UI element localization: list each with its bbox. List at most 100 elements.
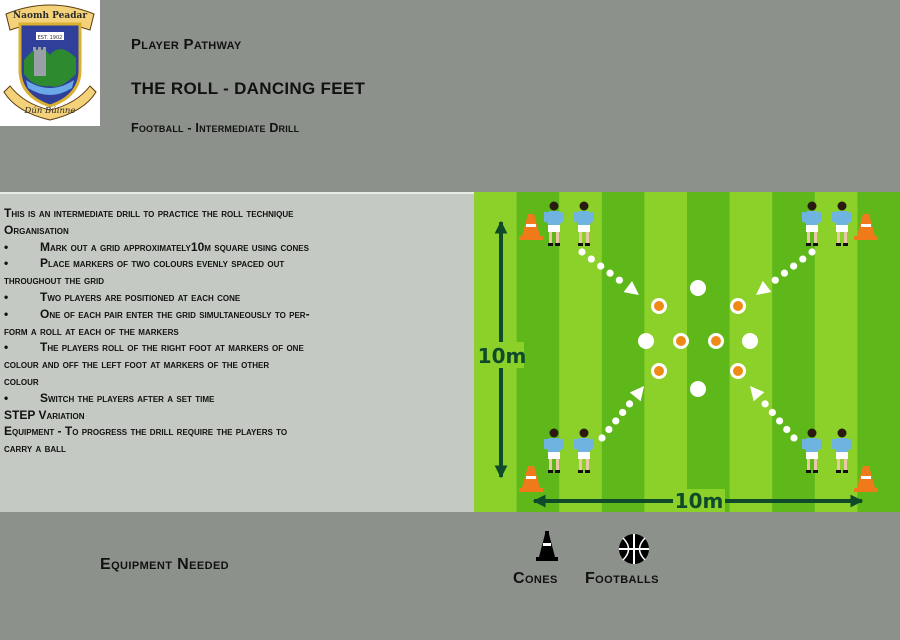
white-marker bbox=[690, 381, 706, 397]
player-arm bbox=[544, 439, 547, 449]
player-leg bbox=[837, 459, 840, 471]
path-dot bbox=[587, 255, 595, 263]
bullet-continuation: colour and off the left foot at markers … bbox=[4, 357, 270, 372]
cone-stripe bbox=[861, 476, 871, 479]
player-boot bbox=[843, 470, 848, 473]
bullet-continuation: throughout the grid bbox=[4, 273, 104, 288]
path-dot bbox=[606, 269, 614, 277]
equipment-line: Equipment - To progress the drill requir… bbox=[4, 424, 288, 439]
drill-title: THE ROLL - DANCING FEET bbox=[131, 79, 366, 98]
player-head bbox=[807, 428, 817, 438]
player-boot bbox=[578, 243, 583, 246]
player-shorts bbox=[548, 452, 560, 459]
white-marker bbox=[690, 280, 706, 296]
player-arm bbox=[849, 212, 852, 222]
path-arrowhead bbox=[750, 386, 765, 402]
cone-base bbox=[854, 236, 878, 240]
football-icon bbox=[619, 534, 649, 564]
orange-marker bbox=[654, 366, 664, 376]
player-jersey bbox=[805, 438, 819, 452]
path-dot bbox=[578, 248, 586, 256]
player-leg bbox=[556, 232, 559, 244]
player-leg bbox=[814, 232, 817, 244]
player-jersey bbox=[547, 438, 561, 452]
cones-label: Cones bbox=[513, 570, 558, 587]
drill-subtitle: Football - Intermediate Drill bbox=[131, 121, 300, 135]
cone-base bbox=[519, 236, 543, 240]
player-shorts bbox=[836, 452, 848, 459]
player-head bbox=[549, 428, 559, 438]
path-dot bbox=[780, 269, 789, 277]
cone-base bbox=[854, 488, 878, 492]
player bbox=[832, 201, 852, 246]
player-arm bbox=[591, 212, 594, 222]
player bbox=[544, 201, 564, 246]
player-head bbox=[837, 428, 847, 438]
orange-marker bbox=[733, 366, 743, 376]
orange-marker bbox=[676, 336, 686, 346]
player-shorts bbox=[806, 225, 818, 232]
path-dot bbox=[597, 262, 605, 270]
player-leg bbox=[844, 459, 847, 471]
player-leg bbox=[837, 232, 840, 244]
bullet-item: •The players roll of the right foot at m… bbox=[4, 340, 304, 355]
player bbox=[802, 428, 822, 473]
bullet-item: •Switch the players after a set time bbox=[4, 390, 215, 405]
player-boot bbox=[836, 470, 841, 473]
run-paths bbox=[578, 248, 816, 442]
player-boot bbox=[836, 243, 841, 246]
path-dot bbox=[612, 417, 620, 425]
player-boot bbox=[806, 470, 811, 473]
path-dot bbox=[605, 425, 613, 434]
player-arm bbox=[574, 212, 577, 222]
player-shorts bbox=[836, 225, 848, 232]
player-jersey bbox=[577, 438, 591, 452]
grass-stripes bbox=[474, 192, 900, 512]
player-boot bbox=[548, 470, 553, 473]
orange-marker bbox=[733, 301, 743, 311]
svg-text:Naomh Peadar: Naomh Peadar bbox=[13, 11, 87, 21]
player bbox=[832, 428, 852, 473]
player-boot bbox=[585, 470, 590, 473]
path-dot bbox=[625, 400, 634, 408]
program-title: Player Pathway bbox=[131, 36, 242, 53]
player-leg bbox=[814, 459, 817, 471]
grid-markers bbox=[638, 280, 758, 397]
player-head bbox=[579, 428, 589, 438]
white-marker bbox=[742, 333, 758, 349]
path-dot bbox=[790, 262, 798, 270]
player-leg bbox=[807, 232, 810, 244]
player-shorts bbox=[806, 452, 818, 459]
vertical-label-bg bbox=[480, 342, 524, 368]
player-boot bbox=[555, 243, 560, 246]
cone-stripe bbox=[526, 224, 536, 227]
player-boot bbox=[585, 243, 590, 246]
cone-stripe bbox=[526, 476, 536, 479]
horizontal-dimension-label: 10m bbox=[675, 489, 724, 512]
orange-marker bbox=[654, 301, 664, 311]
cone-icon bbox=[536, 531, 558, 561]
player-leg bbox=[556, 459, 559, 471]
grass-stripe bbox=[601, 192, 645, 512]
player-boot bbox=[813, 470, 818, 473]
path-arrowhead bbox=[623, 280, 639, 295]
svg-text:Dún Búinne: Dún Búinne bbox=[24, 105, 76, 116]
white-marker bbox=[638, 333, 654, 349]
player-shorts bbox=[578, 225, 590, 232]
player-boot bbox=[806, 243, 811, 246]
path-dot bbox=[783, 425, 791, 434]
bullet-item: •Mark out a grid approximately10m square… bbox=[4, 239, 309, 254]
path-dot bbox=[771, 276, 779, 284]
player-jersey bbox=[805, 211, 819, 225]
player-arm bbox=[849, 439, 852, 449]
path-dot bbox=[761, 400, 769, 408]
path-dot bbox=[790, 434, 798, 442]
player-head bbox=[837, 201, 847, 211]
player-leg bbox=[807, 459, 810, 471]
players bbox=[544, 201, 852, 473]
player-shorts bbox=[548, 225, 560, 232]
player-arm bbox=[561, 439, 564, 449]
player-head bbox=[807, 201, 817, 211]
description-text: This is an intermediate drill to practic… bbox=[4, 205, 472, 457]
player bbox=[574, 201, 594, 246]
